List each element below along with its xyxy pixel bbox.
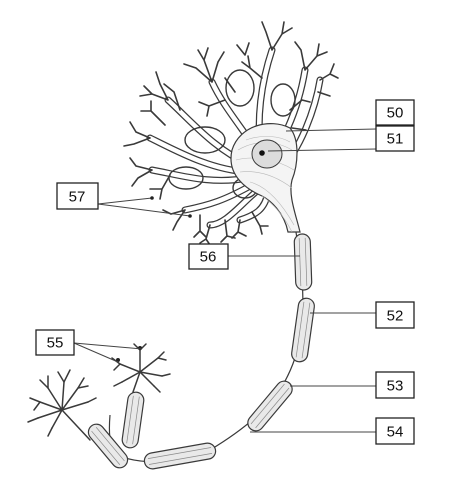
myelin-segment: [293, 233, 313, 291]
label-50-text: 50: [387, 105, 404, 122]
label-54-text: 54: [387, 424, 404, 441]
label-55: 55: [35, 329, 75, 356]
leader-50: [285, 128, 377, 132]
myelin-segment: [247, 380, 293, 432]
label-56: 56: [188, 243, 229, 270]
label-52-text: 52: [387, 308, 404, 325]
label-52: 52: [375, 301, 415, 329]
nucleolus: [259, 150, 265, 156]
myelin-segment: [121, 391, 145, 449]
leader-55a: [73, 342, 143, 350]
label-54: 54: [375, 417, 415, 445]
label-53-text: 53: [387, 378, 404, 395]
nucleus: [251, 139, 283, 169]
label-57: 57: [56, 182, 99, 210]
myelin-segment: [291, 297, 315, 363]
myelin-segment: [87, 423, 129, 469]
pointer-dot: [188, 214, 192, 218]
leader-57b: [97, 203, 191, 217]
terminal-bouton: [116, 358, 120, 362]
leader-lines: [73, 128, 377, 433]
axon-terminals: [27, 343, 171, 441]
leader-55b: [73, 342, 119, 363]
label-57-text: 57: [69, 189, 86, 206]
label-50: 50: [375, 99, 415, 126]
pointer-dot: [150, 196, 154, 200]
label-55-text: 55: [47, 335, 64, 352]
label-51: 51: [375, 125, 415, 152]
label-56-text: 56: [200, 249, 217, 266]
myelin-segment: [143, 442, 217, 470]
myelin-sheath: [87, 233, 315, 470]
label-53: 53: [375, 371, 415, 399]
label-51-text: 51: [387, 131, 404, 148]
leader-51: [267, 148, 377, 152]
leader-57a: [97, 197, 153, 205]
